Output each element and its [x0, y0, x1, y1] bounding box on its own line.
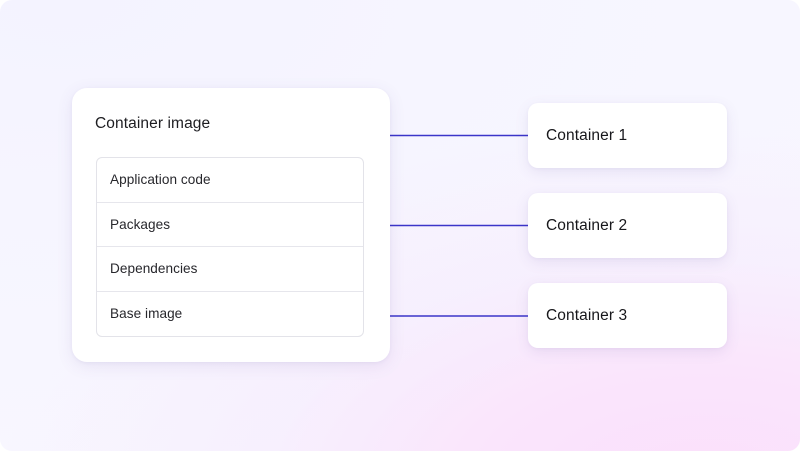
image-layer-list: Application code Packages Dependencies B…: [96, 157, 364, 337]
layer-label-packages: Packages: [110, 216, 171, 232]
container-card-label-2: Container 2: [546, 216, 628, 234]
layer-row: Packages: [97, 203, 363, 247]
layer-row: Base image: [97, 292, 363, 337]
layer-row: Dependencies: [97, 247, 363, 292]
container-image-card: Container image Application code Package…: [72, 88, 390, 362]
container-card-1: Container 1: [528, 103, 727, 168]
layer-label-application-code: Application code: [110, 172, 211, 188]
layer-label-base-image: Base image: [110, 306, 183, 322]
container-card-2: Container 2: [528, 193, 727, 258]
container-card-3: Container 3: [528, 283, 727, 348]
container-image-title: Container image: [95, 115, 211, 132]
layer-label-dependencies: Dependencies: [110, 261, 198, 277]
container-card-label-3: Container 3: [546, 306, 628, 324]
layer-row: Application code: [97, 158, 363, 203]
container-card-label-1: Container 1: [546, 126, 628, 144]
